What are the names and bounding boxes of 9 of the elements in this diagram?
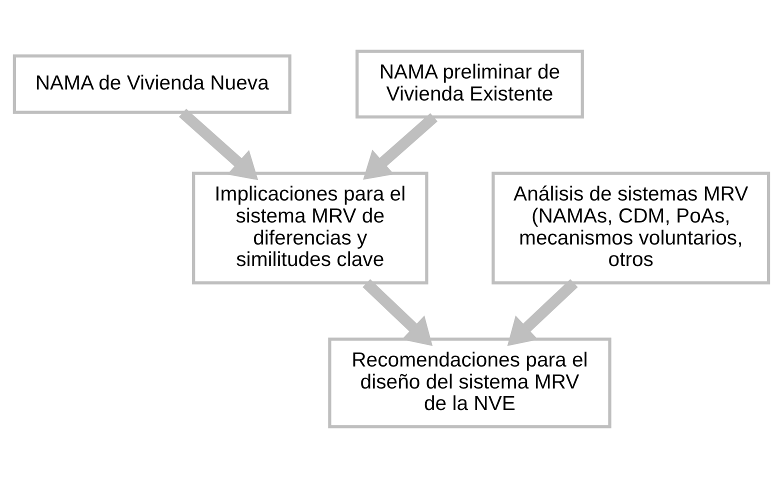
node-box: Análisis de sistemas MRV (NAMAs, CDM, PoAs, mecanismos voluntarios, otros [492, 171, 770, 284]
arrow [362, 278, 433, 346]
arrow [363, 112, 438, 180]
arrow [178, 108, 258, 180]
node-box: NAMA de Vivienda Nueva [12, 54, 292, 114]
node-box: NAMA preliminar de Vivienda Existente [356, 49, 584, 118]
node-box: Implicaciones para el sistema MRV de diferencias y similitudes clave [192, 171, 428, 284]
arrow [507, 278, 578, 346]
node-box: Recomendaciones para el diseño del sistema MRV de la NVE [328, 337, 612, 428]
